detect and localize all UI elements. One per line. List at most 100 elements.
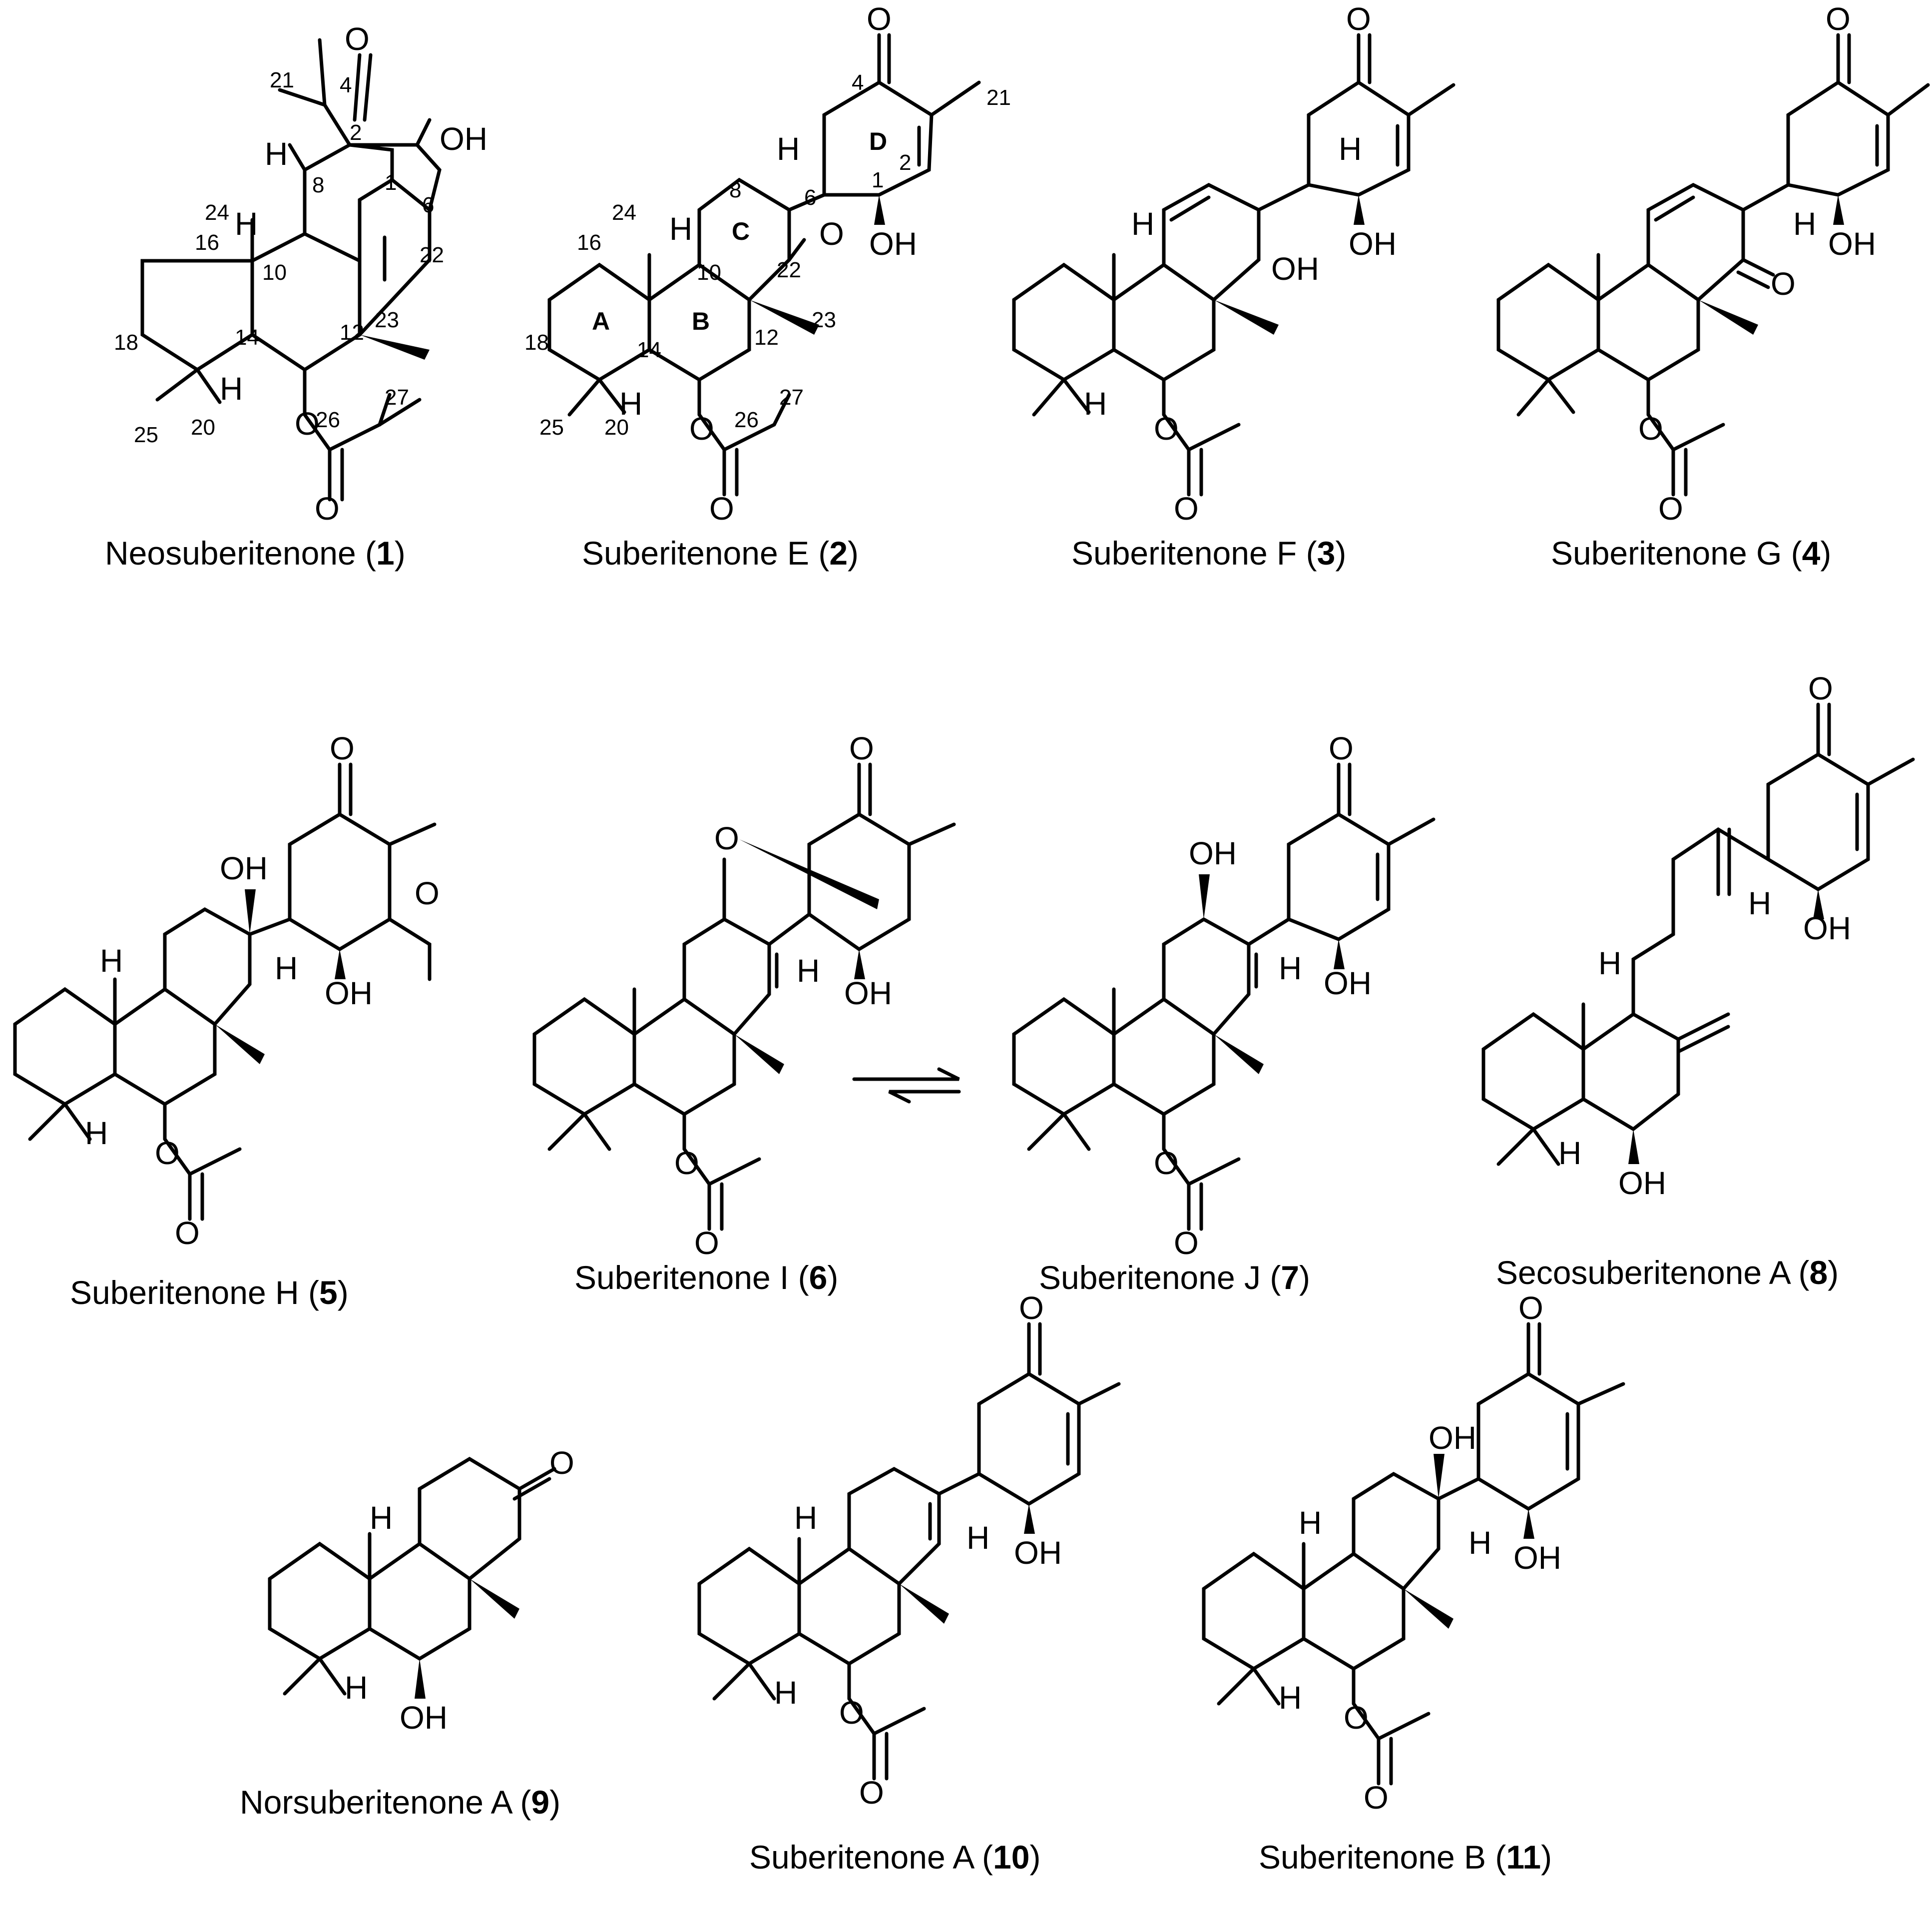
svg-text:25: 25 bbox=[134, 423, 158, 447]
atom-label: H bbox=[220, 371, 243, 407]
structure-suberitenone-e: O O OH H H H O O A B C D 4 21 6 1 2 24 8… bbox=[524, 1, 1011, 572]
structure-suberitenone-g: O OH O H O O Suberitenone G (4) bbox=[1496, 1, 1930, 572]
atom-label: H bbox=[1793, 206, 1816, 242]
atom-label: H bbox=[1748, 885, 1771, 921]
atom-label: H bbox=[370, 1500, 393, 1536]
svg-text:6: 6 bbox=[804, 185, 816, 210]
atom-label: H bbox=[966, 1520, 989, 1556]
atom-label: H bbox=[235, 206, 258, 242]
ring-label: C bbox=[732, 217, 750, 245]
atom-label: O bbox=[1658, 491, 1683, 527]
atom-label: H bbox=[1598, 945, 1621, 981]
svg-text:6: 6 bbox=[422, 193, 434, 217]
svg-text:10: 10 bbox=[262, 260, 287, 285]
svg-text:8: 8 bbox=[729, 178, 741, 202]
atom-label: O bbox=[859, 1775, 884, 1811]
atom-label: O bbox=[867, 1, 892, 37]
atom-label: H bbox=[275, 950, 298, 986]
ring-label: B bbox=[692, 307, 710, 335]
atom-label: O bbox=[714, 820, 739, 856]
atom-label: H bbox=[794, 1500, 817, 1536]
svg-text:25: 25 bbox=[539, 415, 564, 440]
atom-label: OH bbox=[1189, 835, 1237, 871]
compound-label: Suberitenone J (7) bbox=[1039, 1259, 1310, 1296]
atom-label: O bbox=[1364, 1780, 1389, 1816]
svg-text:14: 14 bbox=[637, 338, 661, 362]
atom-label: H bbox=[774, 1675, 797, 1711]
atom-label: O bbox=[330, 730, 355, 766]
svg-text:1: 1 bbox=[385, 170, 397, 195]
svg-text:21: 21 bbox=[270, 68, 294, 92]
structure-suberitenone-j: O OH OH H O O Suberitenone J (7) bbox=[1012, 730, 1436, 1296]
atom-label: H bbox=[1084, 386, 1107, 422]
atom-label: O bbox=[694, 1225, 719, 1261]
compound-label: Suberitenone A (10) bbox=[749, 1839, 1040, 1876]
svg-text:16: 16 bbox=[195, 230, 219, 255]
atom-label: O bbox=[709, 491, 734, 527]
atom-label: O bbox=[345, 21, 370, 57]
compound-label: Suberitenone G (4) bbox=[1551, 535, 1831, 572]
atom-label: O bbox=[1019, 1290, 1044, 1326]
compound-label: Suberitenone E (2) bbox=[582, 535, 859, 572]
atom-label: OH bbox=[844, 975, 892, 1011]
atom-numbers: 4 21 6 1 2 24 8 16 10 22 18 14 12 23 25 … bbox=[524, 70, 1011, 440]
atom-numbers: 21 4 2 1 6 8 24 16 10 22 18 14 12 23 25 … bbox=[114, 68, 444, 447]
structure-secosuberitenone-a: O OH OH H H H Secosuberitenone A (8) bbox=[1481, 670, 1915, 1291]
atom-label: OH bbox=[400, 1700, 448, 1736]
compound-label: Suberitenone B (11) bbox=[1259, 1839, 1552, 1876]
atom-label: O bbox=[689, 411, 714, 447]
structure-suberitenone-b: O OH OH H H H O O Suberitenone B (11) bbox=[1202, 1290, 1625, 1876]
svg-text:23: 23 bbox=[375, 308, 399, 332]
atom-label: OH bbox=[220, 850, 268, 886]
svg-text:14: 14 bbox=[235, 325, 259, 350]
svg-text:1: 1 bbox=[872, 168, 884, 192]
atom-label: O bbox=[295, 406, 320, 442]
atom-label: O bbox=[1174, 491, 1199, 527]
atom-label: H bbox=[1339, 131, 1362, 167]
structure-norsuberitenone-a: O OH H H Norsuberitenone A (9) bbox=[240, 1445, 574, 1821]
atom-label: H bbox=[85, 1115, 108, 1151]
atom-label: OH bbox=[1803, 910, 1851, 946]
svg-text:8: 8 bbox=[312, 173, 324, 197]
svg-text:27: 27 bbox=[385, 385, 409, 410]
atom-label: OH bbox=[1513, 1540, 1561, 1576]
svg-text:26: 26 bbox=[734, 408, 759, 432]
atom-label: O bbox=[175, 1215, 200, 1251]
svg-text:26: 26 bbox=[316, 408, 340, 432]
svg-text:12: 12 bbox=[340, 320, 364, 345]
atom-label: H bbox=[100, 943, 123, 979]
svg-text:22: 22 bbox=[777, 258, 801, 282]
atom-label: OH bbox=[869, 226, 917, 262]
atom-label: O bbox=[1771, 266, 1796, 302]
atom-label: H bbox=[1558, 1135, 1581, 1171]
atom-label: H bbox=[1131, 206, 1154, 242]
compound-label: Neosuberitenone (1) bbox=[105, 535, 406, 572]
svg-text:22: 22 bbox=[420, 243, 444, 267]
atom-label: OH bbox=[1014, 1535, 1062, 1571]
atom-label: O bbox=[415, 875, 440, 911]
svg-text:4: 4 bbox=[852, 70, 864, 95]
atom-label: H bbox=[619, 386, 642, 422]
atom-label: OH bbox=[325, 975, 373, 1011]
atom-label: O bbox=[1174, 1225, 1199, 1261]
atom-label: OH bbox=[1618, 1165, 1666, 1201]
atom-label: O bbox=[549, 1445, 574, 1481]
atom-label: H bbox=[797, 953, 820, 989]
svg-text:27: 27 bbox=[779, 385, 804, 410]
compound-label: Secosuberitenone A (8) bbox=[1496, 1254, 1839, 1291]
atom-label: O bbox=[839, 1695, 864, 1731]
atom-label: H bbox=[1468, 1525, 1491, 1561]
atom-label: O bbox=[1154, 1145, 1179, 1181]
svg-text:2: 2 bbox=[350, 120, 362, 145]
svg-text:20: 20 bbox=[604, 415, 629, 440]
atom-label: O bbox=[1346, 1, 1371, 37]
atom-label: H bbox=[1299, 1505, 1322, 1541]
atom-label: OH bbox=[1324, 965, 1372, 1001]
ring-label: A bbox=[592, 307, 610, 335]
svg-text:12: 12 bbox=[754, 325, 779, 350]
structure-suberitenone-h: O OH OH O H H H O O Suberitenone H (5) bbox=[13, 730, 440, 1311]
svg-text:23: 23 bbox=[812, 308, 836, 332]
atom-label: O bbox=[1518, 1290, 1543, 1326]
atom-label: O bbox=[819, 216, 844, 252]
